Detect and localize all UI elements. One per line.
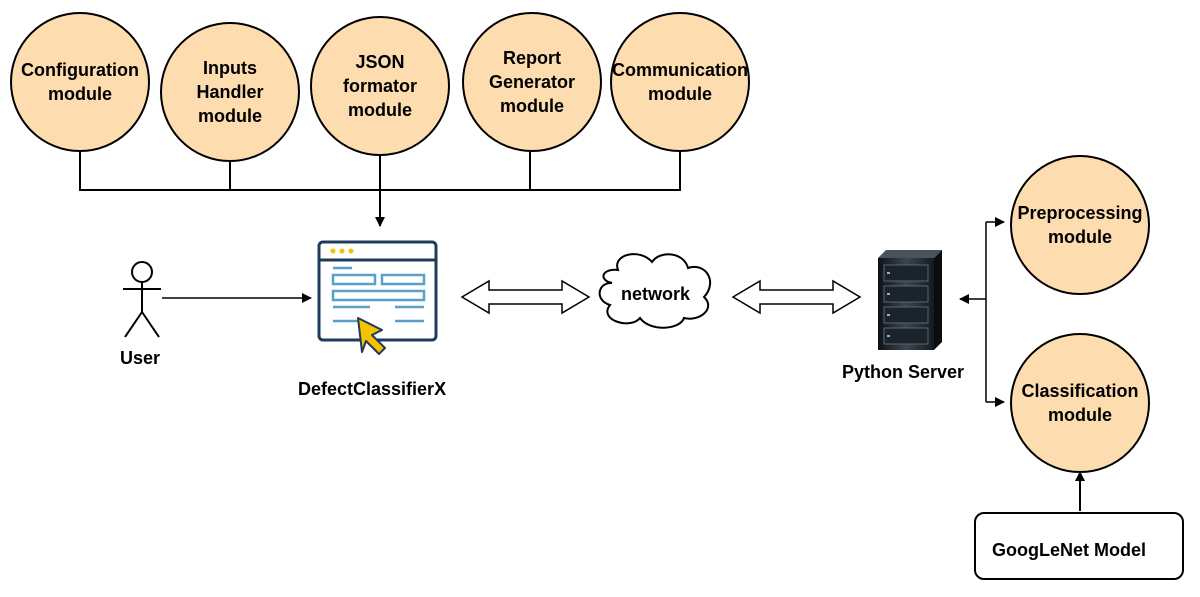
app-network-double-arrow xyxy=(460,279,591,315)
preprocessing-module: Preprocessing module xyxy=(1010,155,1150,295)
json-formator-module: JSON formator module xyxy=(310,16,450,156)
user-icon xyxy=(123,261,161,338)
python-server-label: Python Server xyxy=(842,362,965,382)
preprocessing-module-label: Preprocessing module xyxy=(1017,203,1143,247)
googlenet-model-label: GoogLeNet Model xyxy=(992,540,1146,560)
user-label: User xyxy=(120,348,161,368)
network-server-double-arrow xyxy=(731,279,862,315)
googlenet-model-box: GoogLeNet Model xyxy=(974,512,1184,580)
inputs-handler-module-label: Inputs Handler module xyxy=(196,58,264,126)
communication-module: Communication module xyxy=(610,12,750,152)
module-bus-connector xyxy=(79,150,681,227)
classification-module: Classification module xyxy=(1010,333,1150,473)
inputs-handler-module: Inputs Handler module xyxy=(160,22,300,162)
classification-module-label: Classification module xyxy=(1021,381,1139,425)
report-generator-module-label: Report Generator module xyxy=(488,48,576,116)
report-generator-module: Report Generator module xyxy=(462,12,602,152)
server-modules-connector xyxy=(959,217,1005,407)
cloud-icon xyxy=(598,253,711,329)
app-window-icon xyxy=(317,240,438,355)
network-label: network xyxy=(621,284,691,304)
configuration-module-label: Configuration module xyxy=(21,60,139,104)
app-label: DefectClassifierX xyxy=(298,379,447,399)
server-rack-icon xyxy=(878,250,942,350)
configuration-module: Configuration module xyxy=(10,12,150,152)
json-formator-module-label: JSON formator module xyxy=(342,52,417,120)
communication-module-label: Communication module xyxy=(612,60,749,104)
